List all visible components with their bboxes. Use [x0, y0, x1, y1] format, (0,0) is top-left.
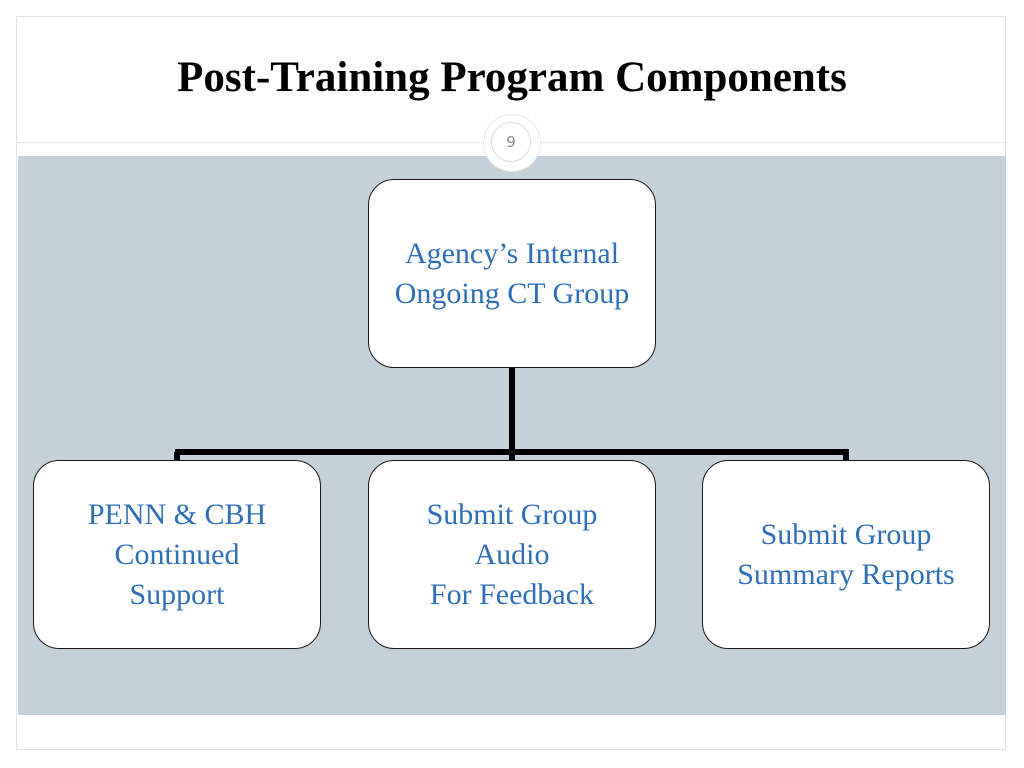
page-number: 9 [491, 122, 531, 162]
child-node-label: PENN & CBH Continued Support [87, 497, 267, 611]
root-node-label: Agency’s Internal Ongoing CT Group [394, 236, 630, 310]
child-node-label: Submit Group Audio For Feedback [426, 497, 598, 611]
root-node: Agency’s Internal Ongoing CT Group [368, 179, 656, 368]
child-node-submit-reports: Submit Group Summary Reports [702, 460, 990, 649]
slide-title: Post-Training Program Components [177, 54, 847, 101]
child-node-penn-cbh: PENN & CBH Continued Support [33, 460, 321, 649]
child-node-label: Submit Group Summary Reports [737, 517, 955, 591]
child-node-submit-audio: Submit Group Audio For Feedback [368, 460, 656, 649]
page-number-badge: 9 [484, 115, 540, 171]
